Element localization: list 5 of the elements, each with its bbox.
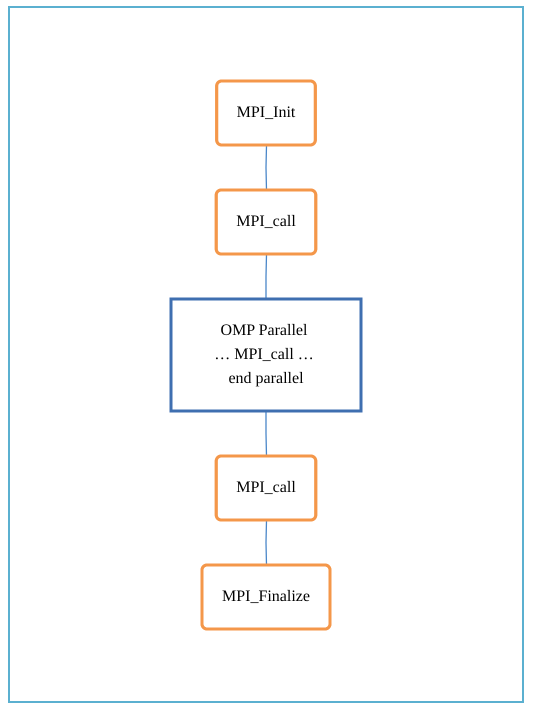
connector <box>265 254 268 298</box>
connector <box>265 410 268 456</box>
node-box: OMP Parallel … MPI_call … end parallel <box>170 297 362 412</box>
connector <box>265 520 268 566</box>
connector <box>265 144 268 190</box>
